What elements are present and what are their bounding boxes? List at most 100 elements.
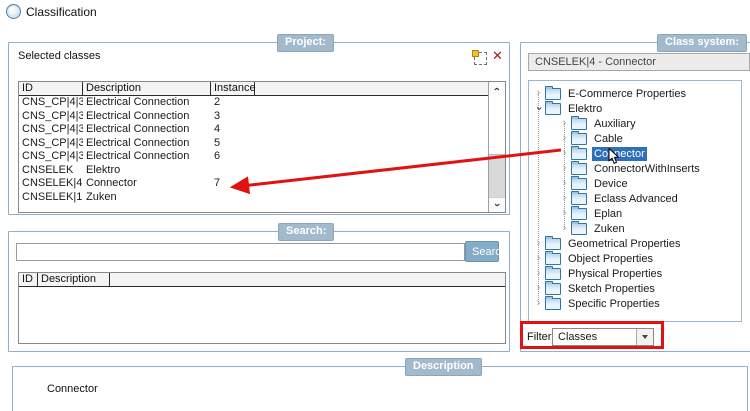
tree-item-eplan[interactable]: › Eplan xyxy=(529,205,741,221)
search-button[interactable]: Search xyxy=(465,241,507,262)
table-cell: Electrical Connection xyxy=(86,136,190,149)
table-cell: Electrical Connection xyxy=(86,150,190,162)
column-header-id[interactable]: ID xyxy=(19,82,83,95)
description-panel: Description Connector xyxy=(12,358,748,411)
table-cell: CNS_CP|4|3 xyxy=(22,96,83,108)
chevron-right-icon[interactable]: › xyxy=(536,297,541,309)
tree-item-object-properties[interactable]: › Object Properties xyxy=(529,250,741,266)
search-input[interactable] xyxy=(16,243,465,261)
tree-item-connectorwithinserts[interactable]: › ConnectorWithInserts xyxy=(529,160,741,176)
chevron-right-icon[interactable]: › xyxy=(562,147,567,159)
table-cell: Connector xyxy=(86,177,137,189)
chevron-right-icon[interactable]: › xyxy=(536,282,541,294)
tree-item-label[interactable]: Connector xyxy=(592,146,647,161)
chevron-right-icon[interactable]: › xyxy=(536,87,541,99)
folder-icon xyxy=(545,250,561,265)
tree-item-label[interactable]: Sketch Properties xyxy=(568,282,655,295)
tree-item-physical-properties[interactable]: › Physical Properties xyxy=(529,265,741,281)
search-panel-badge: Search: xyxy=(278,223,335,241)
column-header-instance[interactable]: Instance xyxy=(211,82,256,95)
dropdown-button[interactable] xyxy=(636,329,653,345)
search-panel: Search: Search ID Description xyxy=(8,223,510,352)
remove-class-icon[interactable]: ✕ xyxy=(492,48,503,63)
scrollbar-thumb[interactable] xyxy=(489,96,505,155)
tree-item-label[interactable]: Geometrical Properties xyxy=(568,237,681,250)
tree-item-label[interactable]: Object Properties xyxy=(568,252,653,265)
column-header-description[interactable]: Description xyxy=(83,82,211,95)
tree-item-cable[interactable]: › Cable xyxy=(529,130,741,146)
column-header-filler xyxy=(110,273,505,286)
folder-icon xyxy=(545,100,561,115)
table-cell xyxy=(211,191,255,205)
tree-item-label[interactable]: E-Commerce Properties xyxy=(568,87,686,100)
tree-item-label[interactable]: Specific Properties xyxy=(568,297,660,310)
tree-item-label[interactable]: Eplan xyxy=(594,207,623,220)
tree-item-connector[interactable]: › Connector xyxy=(529,145,741,161)
tree-item-e-commerce-properties[interactable]: › E-Commerce Properties xyxy=(529,85,741,101)
tree-item-device[interactable]: › Device xyxy=(529,175,741,191)
tree-item-label[interactable]: Elektro xyxy=(568,102,603,115)
table-cell: 7 xyxy=(214,177,221,189)
filter-dropdown[interactable]: Classes xyxy=(552,328,654,346)
table-cell: CNSELEK|1 xyxy=(22,190,83,203)
chevron-right-icon[interactable]: › xyxy=(536,267,541,279)
folder-icon xyxy=(571,130,587,145)
table-cell: 3 xyxy=(214,109,221,122)
chevron-right-icon[interactable]: › xyxy=(562,117,567,129)
chevron-right-icon[interactable]: › xyxy=(562,132,567,144)
column-header-description[interactable]: Description xyxy=(38,273,110,286)
chevron-right-icon[interactable]: › xyxy=(536,237,541,249)
filter-label: Filter: xyxy=(527,331,555,343)
scroll-up-icon[interactable]: › xyxy=(489,82,505,97)
tree-item-specific-properties[interactable]: › Specific Properties xyxy=(529,295,741,311)
tree-item-elektro[interactable]: › Elektro xyxy=(529,100,741,116)
chevron-right-icon[interactable]: › xyxy=(562,207,567,219)
tree-item-label[interactable]: ConnectorWithInserts xyxy=(594,162,700,175)
chevron-right-icon[interactable]: › xyxy=(562,162,567,174)
chevron-down-icon[interactable]: › xyxy=(533,106,545,111)
tree-item-geometrical-properties[interactable]: › Geometrical Properties xyxy=(529,235,741,251)
chevron-right-icon[interactable]: › xyxy=(562,177,567,189)
tree-item-auxiliary[interactable]: › Auxiliary xyxy=(529,115,741,131)
description-text: Connector xyxy=(47,383,98,395)
tree-item-sketch-properties[interactable]: › Sketch Properties xyxy=(529,280,741,296)
table-cell: Zuken xyxy=(86,190,117,203)
tree-item-label[interactable]: Cable xyxy=(594,132,623,145)
folder-icon xyxy=(571,205,587,220)
tree-item-label[interactable]: Device xyxy=(594,177,628,190)
column-header-filler xyxy=(255,82,490,95)
new-selection-icon[interactable] xyxy=(472,50,487,65)
selected-classes-table-header: ID Description Instance xyxy=(19,82,490,96)
scroll-down-icon[interactable]: › xyxy=(489,197,505,212)
chevron-right-icon[interactable]: › xyxy=(536,252,541,264)
tree-item-label[interactable]: Physical Properties xyxy=(568,267,663,280)
folder-icon xyxy=(571,175,587,190)
column-header-id[interactable]: ID xyxy=(19,273,38,286)
selected-classes-title: Selected classes xyxy=(18,50,101,62)
folder-icon xyxy=(545,85,561,100)
folder-icon xyxy=(571,160,587,175)
chevron-right-icon[interactable]: › xyxy=(562,222,567,234)
project-panel-badge: Project: xyxy=(277,34,334,52)
tree-item-label[interactable]: Zuken xyxy=(594,222,625,235)
table-scrollbar[interactable]: › › xyxy=(488,82,505,212)
tree-item-eclass-advanced[interactable]: › Eclass Advanced xyxy=(529,190,741,206)
table-cell: 2 xyxy=(214,96,221,108)
tree-item-label[interactable]: Eclass Advanced xyxy=(594,192,678,205)
chevron-right-icon[interactable]: › xyxy=(562,192,567,204)
tree-item-zuken[interactable]: › Zuken xyxy=(529,220,741,236)
table-cell: 6 xyxy=(214,150,221,162)
selected-class-path: CNSELEK|4 - Connector xyxy=(528,53,750,71)
tree-item-label[interactable]: Auxiliary xyxy=(594,117,636,130)
table-cell: 5 xyxy=(214,136,221,149)
